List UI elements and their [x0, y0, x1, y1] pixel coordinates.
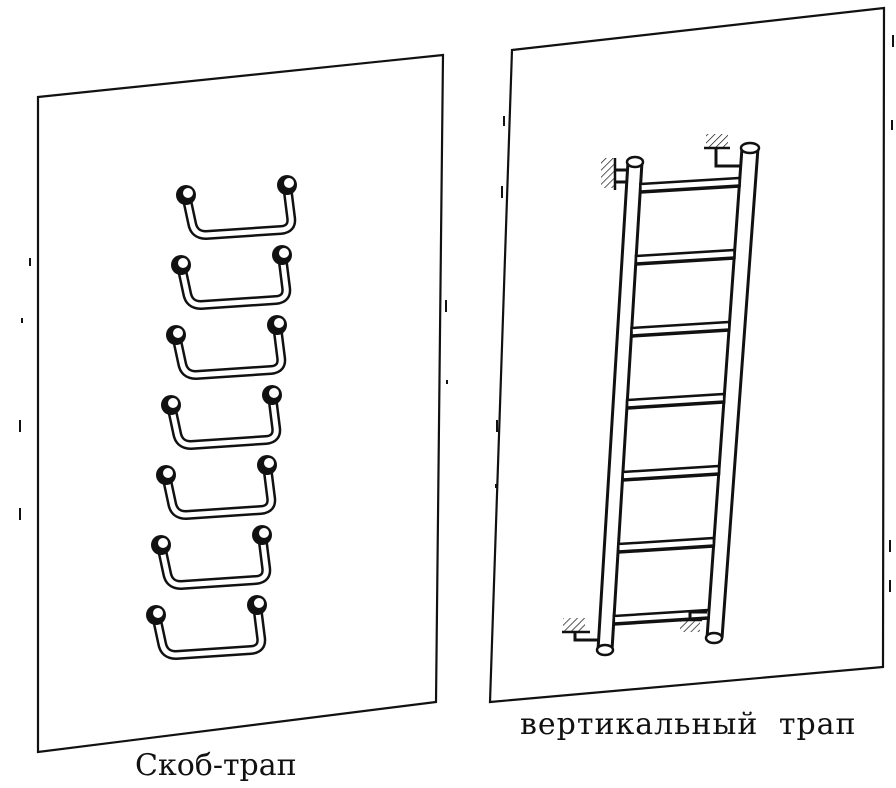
vertical-ladder-caption: вертикальный трап — [520, 707, 857, 742]
ladder-rung — [617, 536, 716, 554]
ladder-rung — [639, 176, 741, 194]
staple — [176, 175, 297, 240]
ladder-rungs — [612, 176, 741, 626]
staple-ladder-caption: Скоб-трап — [135, 748, 297, 783]
ladder-right-rail — [705, 147, 760, 639]
ladder-rung — [634, 248, 736, 266]
left-panel-dash-marks — [19, 258, 448, 520]
ladder-left-rail-bottom — [595, 643, 615, 657]
staple — [161, 385, 282, 450]
left-panel-outline — [36, 53, 445, 754]
staple-group — [146, 175, 297, 660]
staple — [171, 245, 292, 310]
vertical-ladder-panel — [488, 6, 894, 704]
bracket-bottom-left — [562, 618, 600, 642]
staple — [156, 455, 277, 520]
ladder-right-rail-bottom — [704, 631, 724, 645]
staple-ladder-panel — [19, 53, 448, 754]
ladder-rung — [621, 464, 721, 482]
bracket-top-left — [601, 158, 628, 190]
ladder-left-rail-top — [625, 155, 645, 169]
staple — [151, 525, 272, 590]
ladder-rung — [625, 392, 726, 410]
vertical-ladder — [562, 134, 761, 657]
bracket-bottom-right — [678, 610, 707, 632]
bracket-top-right — [704, 134, 740, 168]
staple — [166, 315, 287, 380]
right-panel-dash-marks — [495, 35, 894, 592]
staple — [146, 595, 267, 660]
ladder-rung — [630, 320, 731, 338]
right-panel-outline — [488, 6, 886, 704]
ladder-right-rail-top — [739, 141, 761, 155]
